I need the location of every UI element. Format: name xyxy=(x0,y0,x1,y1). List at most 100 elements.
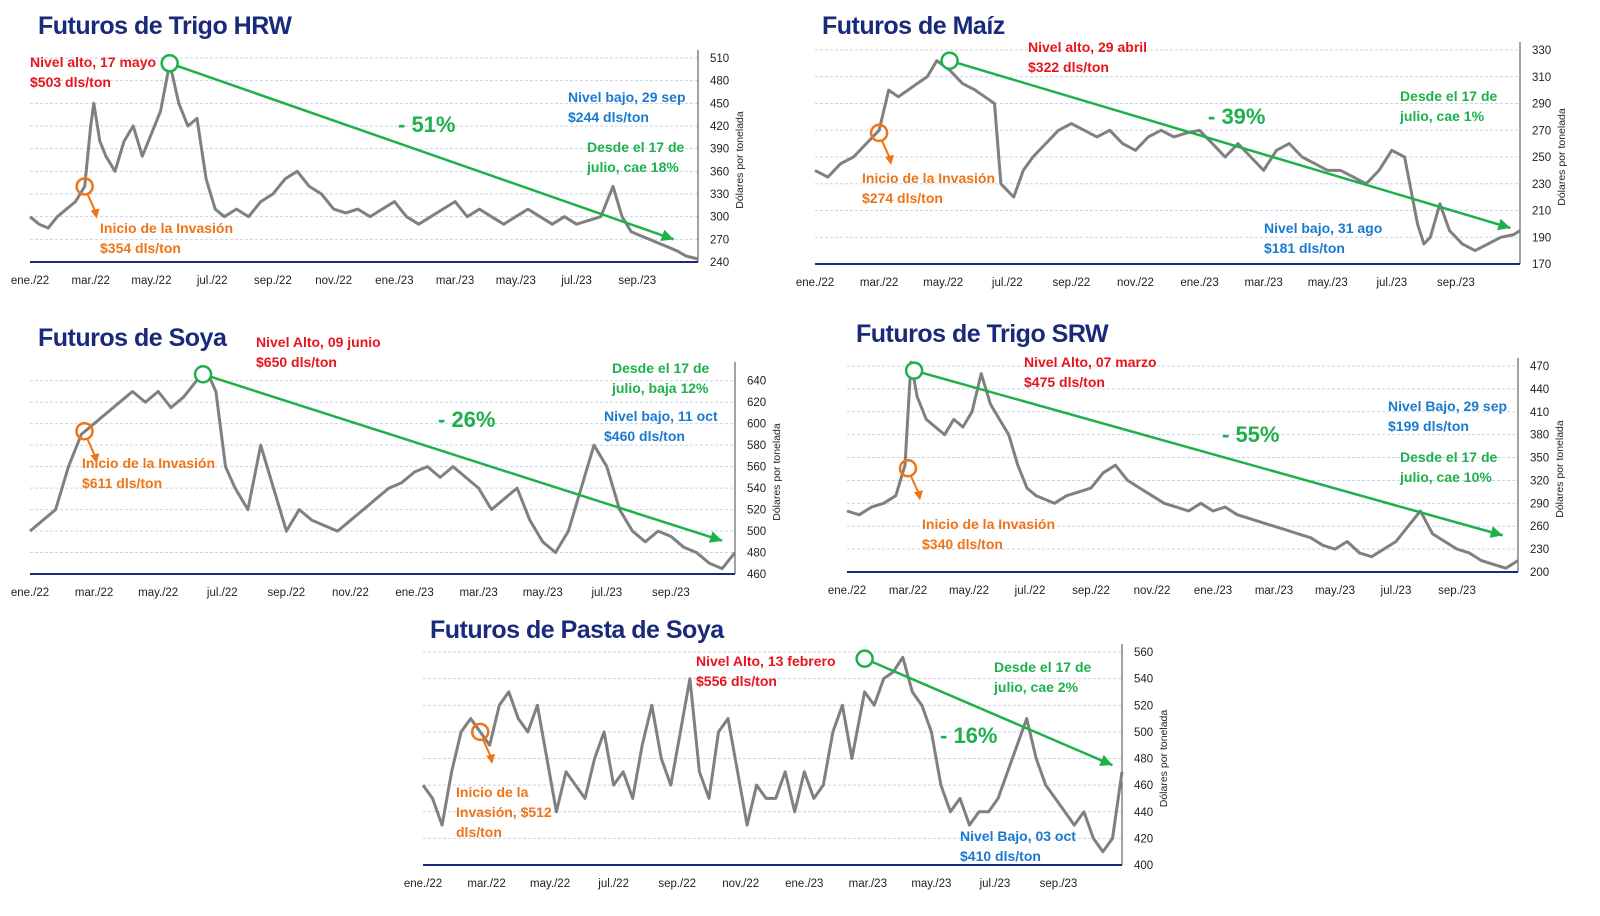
x-tick-label: ene./23 xyxy=(1180,277,1218,289)
y-axis-label: Dólares por tonelada xyxy=(771,423,783,521)
x-tick-label: sep./23 xyxy=(1040,878,1078,890)
x-tick-label: mar./22 xyxy=(467,878,505,890)
x-tick-label: nov./22 xyxy=(315,275,352,287)
x-tick-label: may./22 xyxy=(138,587,178,599)
high-annotation: Nivel Alto, 07 marzo$475 dls/ton xyxy=(1024,354,1157,390)
low-annotation: Nivel bajo, 11 oct$460 dls/ton xyxy=(604,408,718,444)
y-tick-label: 450 xyxy=(710,98,729,110)
high-annotation: Nivel Alto, 09 junio$650 dls/ton xyxy=(256,334,381,370)
x-tick-label: may./23 xyxy=(911,878,951,890)
x-tick-label: jul./22 xyxy=(206,587,238,599)
y-tick-label: 200 xyxy=(1530,567,1549,579)
x-tick-label: sep./22 xyxy=(267,587,305,599)
x-tick-label: sep./23 xyxy=(618,275,656,287)
high-marker-circle xyxy=(160,54,179,73)
panel-title: Futuros de Soya xyxy=(38,324,227,352)
x-tick-label: mar./23 xyxy=(436,275,474,287)
x-tick-label: may./22 xyxy=(530,878,570,890)
trend-arrow-head xyxy=(708,531,723,543)
y-tick-label: 520 xyxy=(1134,700,1153,712)
x-tick-label: may./23 xyxy=(1308,277,1348,289)
x-tick-label: jul./23 xyxy=(1380,585,1412,597)
x-tick-label: ene./23 xyxy=(395,587,433,599)
price-series-line xyxy=(814,59,1521,253)
y-tick-label: 390 xyxy=(710,144,729,156)
invasion-annotation: Inicio de la Invasión$354 dls/ton xyxy=(100,220,234,256)
trend-arrow-line xyxy=(202,373,723,542)
high-marker-circle xyxy=(193,365,213,384)
x-tick-label: may./22 xyxy=(923,277,963,289)
x-tick-label: sep./23 xyxy=(652,587,690,599)
y-tick-label: 480 xyxy=(747,548,766,560)
x-tick-label: mar./22 xyxy=(889,585,927,597)
x-tick-label: jul./23 xyxy=(979,878,1011,890)
invasion-arrow-head xyxy=(914,490,923,501)
y-tick-label: 500 xyxy=(1134,727,1153,739)
y-tick-label: 190 xyxy=(1532,232,1551,244)
y-tick-label: 270 xyxy=(710,234,729,246)
invasion-arrow-head xyxy=(90,208,100,219)
y-tick-label: 620 xyxy=(747,397,766,409)
x-tick-label: jul./23 xyxy=(1375,277,1407,289)
invasion-annotation: Inicio de la Invasión$611 dls/ton xyxy=(82,455,216,491)
y-tick-label: 380 xyxy=(1530,430,1549,442)
x-tick-label: may./22 xyxy=(131,275,171,287)
low-annotation: Nivel Bajo, 29 sep$199 dls/ton xyxy=(1388,398,1508,434)
pct-change-label: - 51% xyxy=(398,112,456,137)
invasion-marker-circle xyxy=(470,722,490,742)
x-tick-label: mar./23 xyxy=(1255,585,1293,597)
y-tick-label: 460 xyxy=(747,569,766,581)
y-tick-label: 300 xyxy=(710,212,729,224)
y-tick-label: 230 xyxy=(1532,179,1551,191)
y-tick-label: 210 xyxy=(1532,206,1551,218)
x-tick-label: may./23 xyxy=(523,587,563,599)
x-tick-label: jul./22 xyxy=(196,275,228,287)
trend-arrow-line xyxy=(913,369,1504,537)
x-tick-label: may./23 xyxy=(1315,585,1355,597)
y-axis-label: Dólares por tonelada xyxy=(1556,108,1568,206)
x-tick-label: sep./23 xyxy=(1438,585,1476,597)
y-tick-label: 640 xyxy=(747,376,766,388)
y-tick-label: 400 xyxy=(1134,860,1153,872)
x-tick-label: nov./22 xyxy=(1117,277,1154,289)
panel-title: Futuros de Trigo SRW xyxy=(856,320,1109,348)
price-series-line xyxy=(846,360,1519,570)
y-tick-label: 540 xyxy=(1134,674,1153,686)
x-tick-label: ene./22 xyxy=(796,277,834,289)
x-tick-label: jul./22 xyxy=(991,277,1023,289)
y-tick-label: 500 xyxy=(747,526,766,538)
pct-change-label: - 39% xyxy=(1208,104,1266,129)
x-tick-label: ene./22 xyxy=(828,585,866,597)
invasion-arrow-head xyxy=(885,154,895,165)
y-tick-label: 600 xyxy=(747,419,766,431)
x-tick-label: sep./22 xyxy=(1052,277,1090,289)
high-marker-circle xyxy=(855,649,874,668)
trend-arrow-head xyxy=(660,229,674,242)
low-annotation: Nivel Bajo, 03 oct$410 dls/ton xyxy=(960,828,1076,864)
y-tick-label: 360 xyxy=(710,166,729,178)
pct-change-label: - 26% xyxy=(438,407,496,432)
low-annotation: Nivel bajo, 29 sep$244 dls/ton xyxy=(568,89,686,125)
invasion-annotation: Inicio de la Invasión$274 dls/ton xyxy=(862,170,996,206)
y-tick-label: 240 xyxy=(710,257,729,269)
trend-arrow-head xyxy=(1099,754,1113,766)
pct-change-label: - 16% xyxy=(940,723,998,748)
y-tick-label: 560 xyxy=(1134,647,1153,659)
x-tick-label: nov./22 xyxy=(332,587,369,599)
y-tick-label: 230 xyxy=(1530,544,1549,556)
x-tick-label: jul./23 xyxy=(560,275,592,287)
high-annotation: Nivel Alto, 13 febrero$556 dls/ton xyxy=(696,653,836,689)
high-annotation: Nivel alto, 29 abril$322 dls/ton xyxy=(1028,39,1148,75)
panel-title: Futuros de Maíz xyxy=(822,12,1005,40)
